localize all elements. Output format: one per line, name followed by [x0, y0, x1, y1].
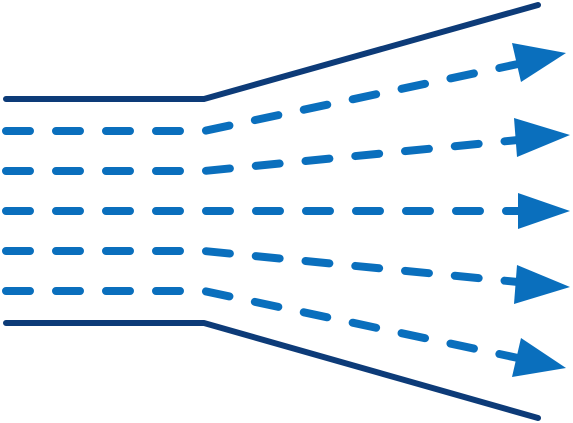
flow-line-5	[2, 287, 566, 377]
top-wall-line	[3, 2, 541, 102]
flow-line-4	[2, 247, 570, 304]
flow-line-2-path	[2, 136, 522, 175]
bottom-wall-line	[3, 320, 541, 421]
flow-line-3	[2, 193, 570, 229]
flow-line-1-path	[2, 60, 522, 135]
flow-line-5-arrowhead-icon	[512, 338, 566, 377]
flow-line-3-arrowhead-icon	[518, 193, 570, 229]
flow-line-5-path	[2, 287, 522, 362]
flow-line-4-path	[2, 247, 522, 286]
flow-line-2-arrowhead-icon	[514, 118, 570, 157]
flow-line-1-arrowhead-icon	[512, 43, 566, 82]
flow-line-1	[2, 43, 566, 135]
flow-line-4-arrowhead-icon	[514, 265, 570, 304]
flow-line-2	[2, 118, 570, 175]
